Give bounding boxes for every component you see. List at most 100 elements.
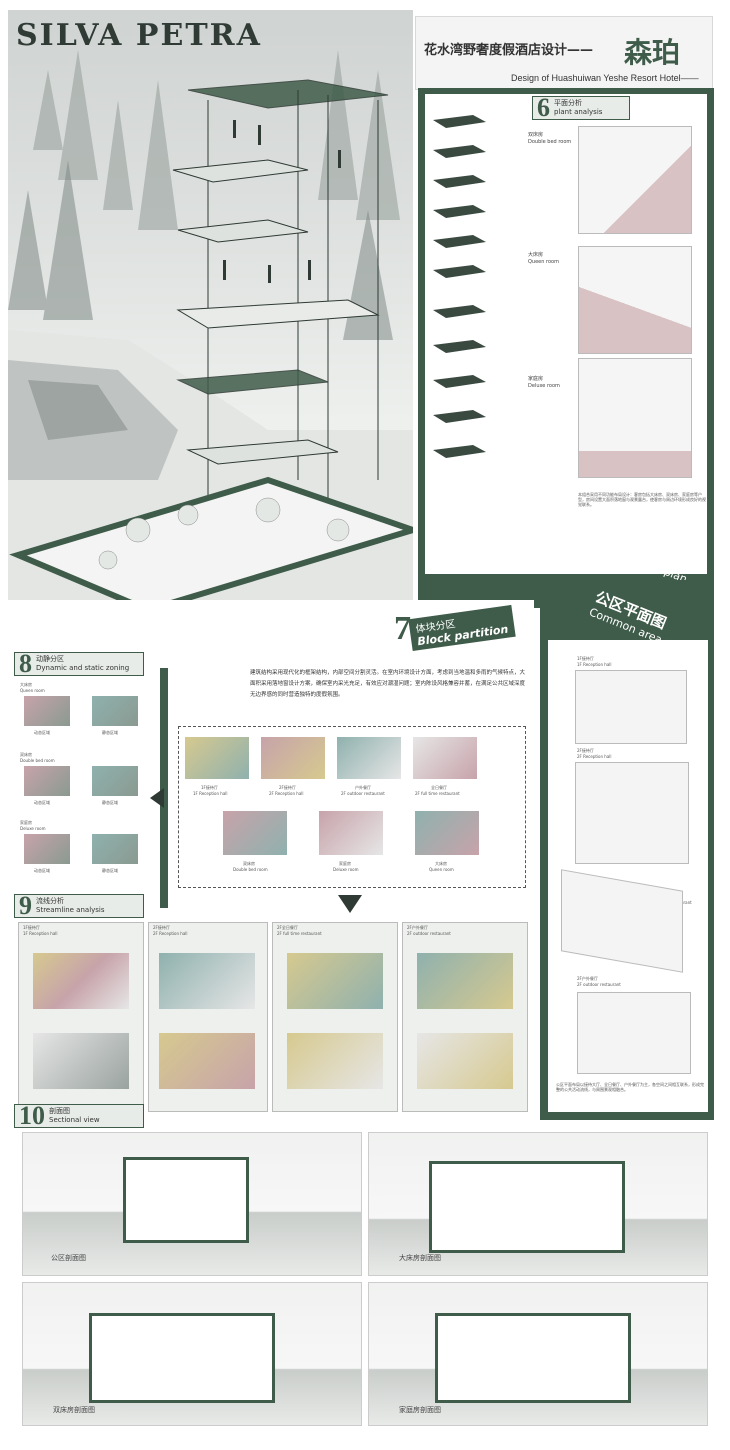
common-plan-outdoor [577, 992, 691, 1074]
section8-en: Dynamic and static zoning [36, 664, 130, 672]
block-label-en: 2F Reception hall [269, 791, 304, 796]
common-item-en: 2F Reception hall [577, 754, 612, 759]
room-item-deluxe: 家庭房 Deluxe room [490, 358, 705, 484]
section-building [89, 1313, 275, 1403]
streamline-iso [417, 953, 513, 1009]
section9-cn: 流线分析 [36, 897, 64, 905]
zoning-room-cn: 家庭房 [20, 820, 32, 825]
common-item: 2F户外餐厅 2F outdoor restaurant [555, 970, 705, 1080]
section8-cn: 动静分区 [36, 655, 64, 663]
section6-en: plant analysis [554, 108, 603, 116]
section-building [429, 1161, 625, 1253]
arrow-left-icon [150, 788, 164, 808]
legend-static: 静态区域 [102, 868, 118, 873]
zoning-list: 大床房 Queen room 动态区域 静态区域 双床房 Double bed … [18, 680, 158, 890]
section-view-label: 家庭房剖面图 [399, 1406, 441, 1414]
section9-en: Streamline analysis [36, 906, 105, 914]
block-label: 全日餐厅 [431, 785, 447, 790]
zoning-room-cn: 双床房 [20, 752, 32, 757]
room-item-double: 双床房 Double bed room [490, 122, 705, 234]
section10-number: 10 [19, 1101, 45, 1130]
section-view: 公区剖面图 [22, 1132, 362, 1276]
forest-illustration [8, 50, 423, 614]
legend-dynamic: 动态区域 [34, 730, 50, 735]
block-label: 户外餐厅 [355, 785, 371, 790]
section8-tag: 8 动静分区 Dynamic and static zoning [14, 651, 144, 677]
section9-tag: 9 流线分析 Streamline analysis [14, 893, 144, 919]
streamline-iso [33, 1033, 129, 1089]
streamline-iso [417, 1033, 513, 1089]
block-partition-frame: 1F接待厅 1F Reception hall 2F接待厅 2F Recepti… [178, 726, 526, 888]
header-title-block: 花水湾野奢度假酒店设计—— 森珀 Design of Huashuiwan Ye… [415, 16, 713, 90]
streamline-panel: 2F全日餐厅 2F full time restaurant [272, 922, 398, 1112]
panel-en: 2F Reception hall [153, 931, 188, 936]
block-label: 1F接待厅 [201, 785, 218, 790]
section-building [435, 1313, 631, 1403]
section10-en: Sectional view [49, 1116, 100, 1124]
hero-scene [8, 10, 423, 614]
room-plan-double [578, 126, 692, 234]
streamline-iso [159, 953, 255, 1009]
zoning-iso-b [92, 766, 138, 796]
block-label: 家庭房 [339, 861, 351, 866]
legend-dynamic: 动态区域 [34, 868, 50, 873]
panel-cn: 1F接待厅 [23, 925, 40, 930]
streamline-iso [287, 953, 383, 1009]
section-view-label: 大床房剖面图 [399, 1254, 441, 1262]
arrow-down-icon [338, 895, 362, 913]
streamline-panel: 2F户外餐厅 2F outdoor restaurant [402, 922, 528, 1112]
block-label-en: Deluxe room [333, 867, 359, 872]
common-plan-2f [575, 762, 689, 864]
zoning-iso-b [92, 834, 138, 864]
block-iso-5 [223, 811, 287, 855]
block-label-en: 1F Reception hall [193, 791, 228, 796]
section-views: 公区剖面图 大床房剖面图 双床房剖面图 家庭房剖面图 [22, 1132, 712, 1432]
streamline-panels: 1F接待厅 1F Reception hall 2F接待厅 2F Recepti… [18, 922, 530, 1114]
legend-dynamic: 动态区域 [34, 800, 50, 805]
common-item: 1F接待厅 1F Reception hall [555, 650, 705, 750]
block-label: 大床房 [435, 861, 447, 866]
brand-title: SILVA PETRA [16, 18, 262, 53]
section-view: 家庭房剖面图 [368, 1282, 708, 1426]
room-en: Double bed room [528, 139, 572, 145]
block-label-en: Double bed room [233, 867, 268, 872]
section7-left-band [160, 668, 168, 908]
streamline-iso [33, 953, 129, 1009]
block-iso-3 [337, 737, 401, 779]
block-label: 2F接待厅 [279, 785, 296, 790]
block-iso-4 [413, 737, 477, 779]
section6-number: 6 [537, 93, 550, 122]
block-label: 双床房 [243, 861, 255, 866]
panel-en: 2F full time restaurant [277, 931, 322, 936]
header-cn-name: 森珀 [624, 36, 681, 69]
zoning-room-cn: 大床房 [20, 682, 32, 687]
panel-cn: 2F全日餐厅 [277, 925, 298, 930]
panel-cn: 2F户外餐厅 [407, 925, 428, 930]
room-plan-queen [578, 246, 692, 354]
common-item: 2F接待厅 2F Reception hall [555, 742, 705, 864]
zoning-iso-a [24, 696, 70, 726]
zoning-room-en: Queen room [20, 688, 45, 693]
common-plan-fulltime [561, 869, 683, 973]
section7-text: 建筑结构采用现代化的框架结构，内部空间分割灵活。在室内环境设计方面，考虑到当地温… [250, 670, 526, 698]
common-item-cn: 2F接待厅 [577, 748, 594, 753]
section-view-label: 公区剖面图 [51, 1254, 86, 1262]
zoning-iso-a [24, 766, 70, 796]
section-view: 双床房剖面图 [22, 1282, 362, 1426]
block-iso-7 [415, 811, 479, 855]
room-item-queen: 大床房 Queen room [490, 242, 705, 354]
block-label-en: Queen room [429, 867, 454, 872]
header-en-title: Design of Huashuiwan Yeshe Resort Hotel—… [511, 73, 699, 83]
common-item: 2F全日餐厅 2F full time restaurant [555, 869, 705, 973]
common-item-en: 2F outdoor restaurant [577, 982, 621, 987]
zoning-iso-b [92, 696, 138, 726]
section-building [123, 1157, 249, 1243]
common-item-cn: 1F接待厅 [577, 656, 594, 661]
streamline-panel: 1F接待厅 1F Reception hall [18, 922, 144, 1112]
section-view-label: 双床房剖面图 [53, 1406, 95, 1414]
room-cn: 双床房 [528, 132, 544, 138]
streamline-panel: 2F接待厅 2F Reception hall [148, 922, 268, 1112]
zoning-room-en: Deluxe room [20, 826, 46, 831]
guest-room-note: 本组合采用不同功能布局设计：客房包括大床房、双床房、家庭房等户型，房间设置大面积… [578, 492, 706, 507]
